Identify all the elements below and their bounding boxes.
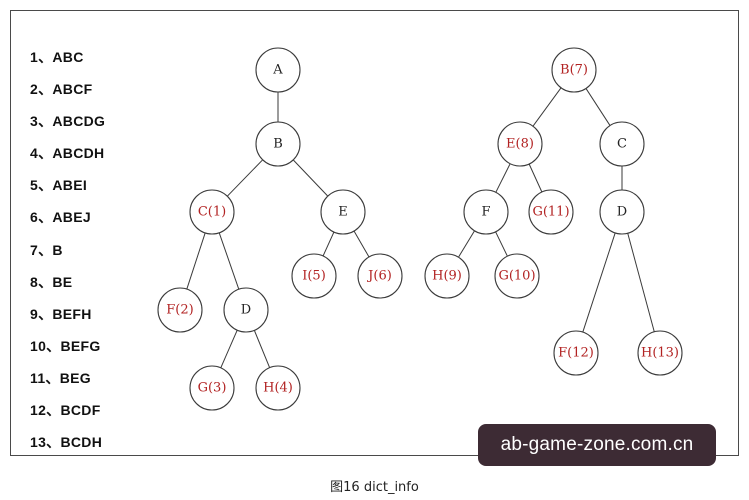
- tree-right-edge-D-F12: [582, 232, 616, 333]
- tree-right-edge-B-E: [532, 87, 562, 127]
- list-item: 10、BEFG: [30, 337, 101, 354]
- node-label: F: [481, 205, 490, 220]
- tree-left-edge-E-I: [322, 231, 335, 257]
- tree-left-node-E: E: [320, 189, 366, 235]
- tree-left-node-A: A: [255, 47, 301, 93]
- node-circle: [320, 189, 366, 235]
- tree-right-node-G10: G(10): [494, 253, 540, 299]
- tree-left-edge-B-E: [292, 159, 329, 197]
- path-list: 1、ABC 2、ABCF 3、ABCDG 4、ABCDH 5、ABEI 6、ABEJ 7、B…: [30, 46, 105, 463]
- list-item: 9、BEFH: [30, 305, 92, 322]
- node-label: C(1): [198, 205, 226, 220]
- tree-right-edge-D-H13: [627, 233, 655, 332]
- node-circle: [463, 189, 509, 235]
- tree-right-node-B: B(7): [551, 47, 597, 93]
- node-label: G(10): [498, 269, 535, 284]
- tree-right-node-C: C: [599, 121, 645, 167]
- node-circle: [424, 253, 470, 299]
- node-label: D: [241, 303, 251, 318]
- node-circle: [223, 287, 269, 333]
- tree-left-node-B: B: [255, 121, 301, 167]
- node-label: I(5): [302, 269, 326, 284]
- list-item: 3、ABCDG: [30, 113, 106, 130]
- node-label: H(9): [432, 269, 462, 284]
- node-label: B: [273, 137, 283, 152]
- node-label: J(6): [366, 269, 392, 284]
- tree-right-node-D: D: [599, 189, 645, 235]
- node-circle: [599, 189, 645, 235]
- node-label: G(11): [532, 205, 569, 220]
- node-circle: [553, 330, 599, 376]
- tree-left-edge-D-H: [253, 330, 271, 368]
- tree-right-edge-F-G10: [495, 231, 508, 257]
- tree-right-node-H13: H(13): [637, 330, 683, 376]
- tree-right: B(7) E(8) C F G(11) D H(9) G(10) F(12) H(13): [424, 47, 683, 376]
- node-circle: [494, 253, 540, 299]
- list-item: 11、BEG: [30, 369, 91, 386]
- watermark-banner: ab-game-zone.com.cn: [478, 424, 716, 466]
- tree-right-edge-F-H9: [458, 230, 475, 258]
- tree-left-node-G: G(3): [189, 365, 235, 411]
- node-circle: [528, 189, 574, 235]
- tree-left-node-I: I(5): [291, 253, 337, 299]
- node-label: H(4): [263, 381, 293, 396]
- node-circle: [255, 365, 301, 411]
- tree-right-edge-E-F: [495, 163, 511, 193]
- list-item: 1、ABC: [30, 49, 84, 65]
- tree-right-node-F12: F(12): [553, 330, 599, 376]
- node-circle: [599, 121, 645, 167]
- figure-caption: 图16 dict_info: [330, 480, 419, 495]
- node-circle: [637, 330, 683, 376]
- tree-right-edge-B-C: [585, 88, 611, 126]
- list-item: 8、BE: [30, 273, 73, 290]
- tree-left-edge-C-F: [186, 232, 206, 290]
- node-label: F(2): [166, 303, 193, 318]
- list-item: 13、BCDH: [30, 434, 103, 451]
- node-circle: [189, 189, 235, 235]
- tree-left-edge-D-G: [220, 329, 238, 369]
- node-circle: [497, 121, 543, 167]
- tree-left-edge-B-C: [226, 159, 264, 197]
- tree-right-node-H9: H(9): [424, 253, 470, 299]
- tree-right-node-E: E(8): [497, 121, 543, 167]
- list-item: 12、BCDF: [30, 402, 101, 419]
- tree-right-node-F: F: [463, 189, 509, 235]
- tree-left-node-F: F(2): [157, 287, 203, 333]
- list-item: 6、ABEJ: [30, 209, 91, 226]
- node-circle: [255, 47, 301, 93]
- node-label: G(3): [198, 381, 227, 396]
- tree-left-node-C: C(1): [189, 189, 235, 235]
- tree-right-edge-E-G11: [528, 163, 543, 193]
- tree-left-edge-E-J: [353, 230, 370, 258]
- node-label: C: [617, 137, 627, 152]
- tree-right-node-G11: G(11): [528, 189, 574, 235]
- node-circle: [157, 287, 203, 333]
- list-item: 5、ABEI: [30, 177, 88, 194]
- list-item: 7、B: [30, 241, 63, 258]
- tree-left-node-D: D: [223, 287, 269, 333]
- node-label: H(13): [641, 346, 679, 361]
- tree-left-node-J: J(6): [357, 253, 403, 299]
- node-label: F(12): [558, 346, 594, 361]
- list-item: 4、ABCDH: [30, 145, 105, 162]
- node-label: E(8): [506, 137, 534, 152]
- node-label: E: [338, 205, 348, 220]
- node-circle: [255, 121, 301, 167]
- tree-left-edge-C-D: [218, 232, 240, 290]
- node-circle: [357, 253, 403, 299]
- node-label: A: [272, 63, 283, 78]
- node-label: D: [617, 205, 627, 220]
- node-circle: [189, 365, 235, 411]
- tree-left-node-H: H(4): [255, 365, 301, 411]
- tree-left: A B C(1) E F(2) D I(5) J(6) G(3) H(4): [157, 47, 403, 411]
- list-item: 2、ABCF: [30, 81, 93, 98]
- node-circle: [551, 47, 597, 93]
- node-label: B(7): [560, 63, 588, 78]
- node-circle: [291, 253, 337, 299]
